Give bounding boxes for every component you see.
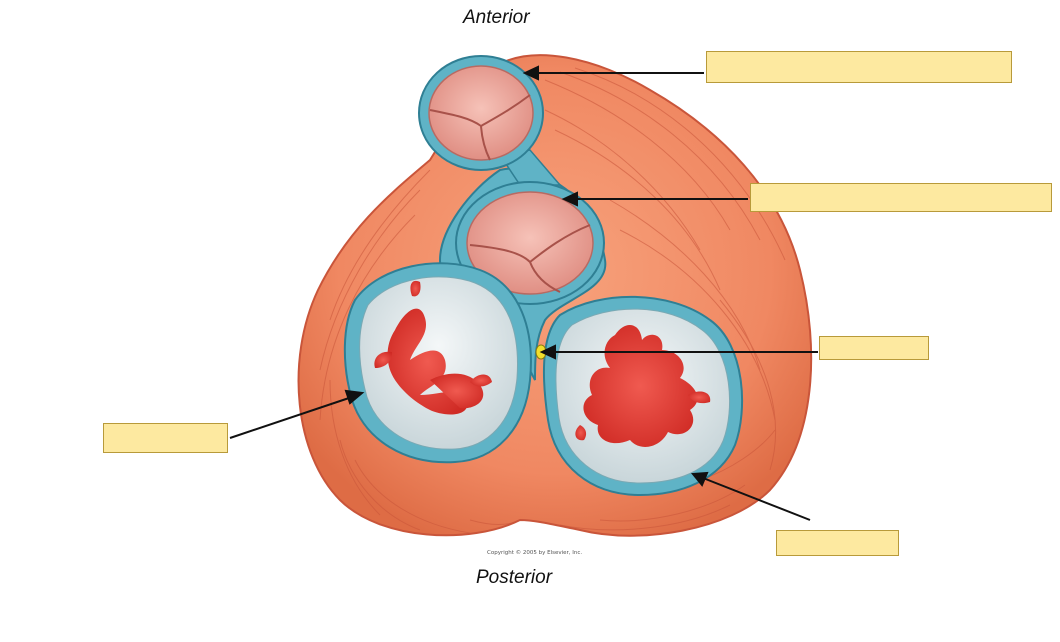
leader-line-4 — [229, 396, 353, 439]
mitral-chordae — [575, 324, 711, 447]
label-box-pulmonary[interactable] — [706, 51, 1012, 83]
arrowhead-2 — [561, 191, 578, 207]
arrowhead-5 — [691, 471, 709, 487]
tricuspid-chordae — [374, 280, 492, 415]
muscle-fibres — [319, 67, 786, 534]
aortic-cusp-commissures — [469, 224, 591, 293]
orientation-label-posterior: Posterior — [476, 567, 553, 588]
copyright-notice: Copyright © 2005 by Elsevier, Inc. — [487, 550, 583, 556]
aortic-valve — [455, 181, 605, 305]
label-box-av-node[interactable] — [819, 336, 929, 360]
tricuspid-valve — [343, 262, 532, 464]
pulmonary-cusp-commissures — [429, 94, 531, 161]
leader-line-5 — [702, 477, 811, 521]
arrowhead-4 — [344, 389, 365, 405]
arrowhead-3 — [539, 344, 556, 360]
pulmonary-valve — [418, 55, 544, 171]
arrowhead-1 — [522, 65, 539, 81]
leader-lines — [229, 65, 818, 521]
label-box-tricuspid[interactable] — [103, 423, 228, 453]
label-box-mitral[interactable] — [776, 530, 899, 556]
orientation-label-anterior: Anterior — [463, 7, 530, 28]
label-box-aortic[interactable] — [750, 183, 1052, 212]
mitral-valve — [542, 295, 743, 497]
